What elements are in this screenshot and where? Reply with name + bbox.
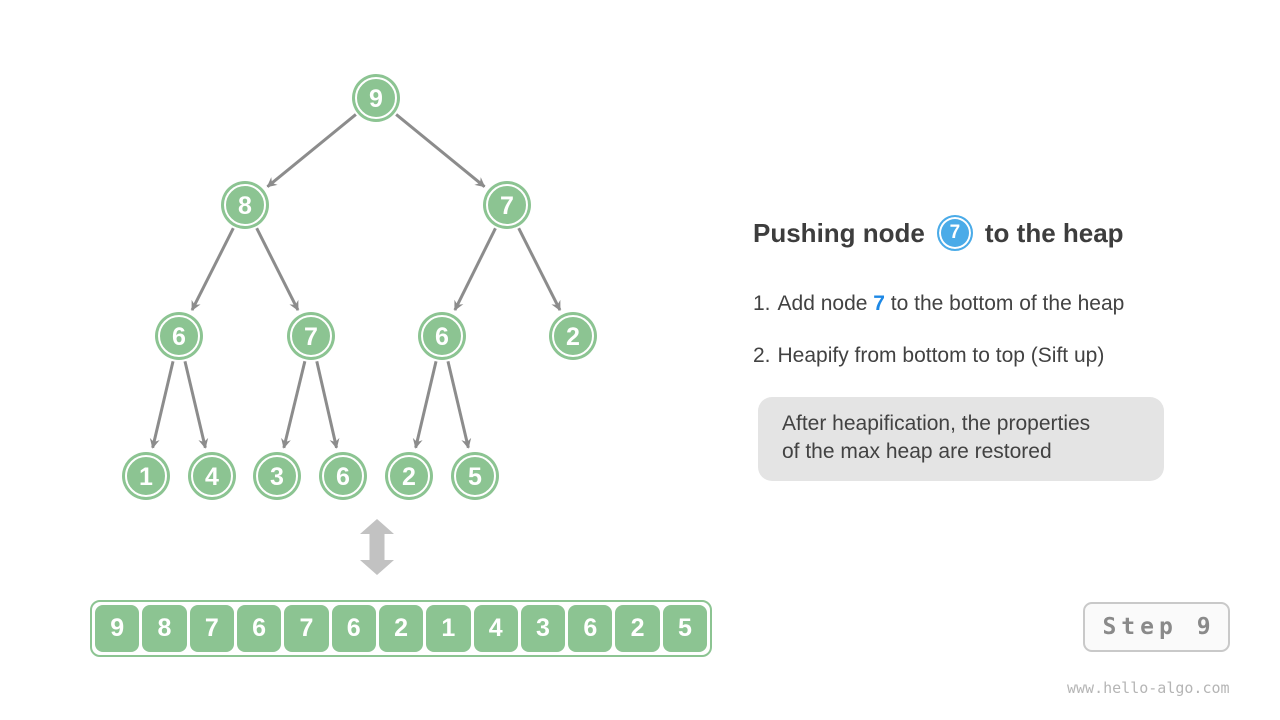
title-suffix: to the heap bbox=[984, 217, 1124, 248]
pushed-node-badge: 7 bbox=[936, 215, 973, 251]
tree-node: 6 bbox=[155, 312, 203, 360]
tree-node: 5 bbox=[451, 452, 499, 500]
tree-node: 3 bbox=[253, 452, 301, 500]
note-line-1: After heapification, the properties bbox=[782, 412, 1091, 435]
svg-text:1: 1 bbox=[139, 463, 153, 491]
tree-edge bbox=[255, 227, 300, 311]
array-cell: 6 bbox=[236, 605, 282, 652]
tree-edge bbox=[517, 227, 562, 311]
tree-node: 6 bbox=[319, 452, 367, 500]
tree-edge bbox=[315, 361, 340, 449]
tree-node: 8 bbox=[221, 181, 269, 229]
step-2-number: 2. bbox=[753, 344, 771, 367]
array-cell: 6 bbox=[331, 605, 376, 652]
array-cell: 5 bbox=[662, 605, 708, 652]
tree-node: 2 bbox=[385, 452, 433, 500]
title-prefix: Pushing node bbox=[753, 217, 925, 248]
tree-edge bbox=[183, 360, 209, 449]
array-cell: 9 bbox=[95, 605, 140, 652]
svg-text:4: 4 bbox=[205, 463, 219, 491]
svg-text:9: 9 bbox=[369, 85, 383, 113]
step-1-text-post: to the bottom of the heap bbox=[884, 292, 1125, 315]
array-cell: 8 bbox=[142, 605, 187, 652]
array-cell: 7 bbox=[284, 605, 329, 652]
heap-tree-svg: 9 8 7 6 7 6 2 1 4 3 6 2 5 bbox=[122, 74, 597, 575]
svg-text:6: 6 bbox=[336, 463, 350, 491]
array-cell: 3 bbox=[520, 605, 566, 652]
svg-text:6: 6 bbox=[172, 323, 186, 351]
svg-text:7: 7 bbox=[304, 323, 318, 351]
tree-node: 4 bbox=[188, 452, 236, 500]
tree-node: 7 bbox=[287, 312, 335, 360]
tree-edge bbox=[266, 113, 357, 188]
panel-title: Pushing node 7 to the heap bbox=[753, 213, 1124, 253]
step-1-number: 1. bbox=[753, 292, 771, 315]
step-2-text-pre: Heapify from bottom to top (Sift up) bbox=[777, 344, 1105, 367]
step-1-text-pre: Add node bbox=[777, 292, 874, 315]
array-cell: 2 bbox=[378, 605, 424, 652]
tree-edge bbox=[149, 360, 175, 449]
site-label: www.hello-algo.com bbox=[1067, 679, 1230, 697]
array-cell: 1 bbox=[426, 605, 471, 652]
tree-edge bbox=[446, 360, 472, 449]
up-down-arrow-icon bbox=[360, 519, 394, 575]
svg-text:8: 8 bbox=[238, 192, 252, 220]
note-line-2: of the max heap are restored bbox=[782, 440, 1052, 463]
step-button[interactable]: Step 9 bbox=[1083, 602, 1230, 652]
instruction-step-2: 2. Heapify from bottom to top (Sift up) bbox=[753, 344, 1104, 368]
step-1-highlight: 7 bbox=[873, 292, 885, 315]
tree-edge bbox=[412, 360, 438, 449]
pushed-node-value: 7 bbox=[949, 222, 961, 243]
array-cell: 6 bbox=[568, 605, 613, 652]
array-cell: 4 bbox=[473, 605, 518, 652]
tree-edge bbox=[453, 227, 497, 311]
tree-node: 7 bbox=[483, 181, 531, 229]
svg-text:2: 2 bbox=[566, 323, 580, 351]
svg-text:5: 5 bbox=[468, 463, 482, 491]
tree-node: 2 bbox=[549, 312, 597, 360]
array-cell: 7 bbox=[189, 605, 234, 652]
tree-node: 9 bbox=[352, 74, 400, 122]
svg-text:3: 3 bbox=[270, 463, 284, 491]
tree-edge bbox=[281, 360, 307, 449]
svg-text:6: 6 bbox=[435, 323, 449, 351]
array-cell: 2 bbox=[615, 605, 660, 652]
tree-edge bbox=[395, 113, 486, 188]
tree-edge bbox=[190, 227, 235, 311]
svg-text:7: 7 bbox=[500, 192, 514, 220]
note-box: After heapification, the properties of t… bbox=[758, 397, 1164, 481]
instruction-step-1: 1. Add node 7 to the bottom of the heap bbox=[753, 292, 1124, 316]
svg-text:2: 2 bbox=[402, 463, 416, 491]
tree-node: 1 bbox=[122, 452, 170, 500]
tree-node: 6 bbox=[418, 312, 466, 360]
